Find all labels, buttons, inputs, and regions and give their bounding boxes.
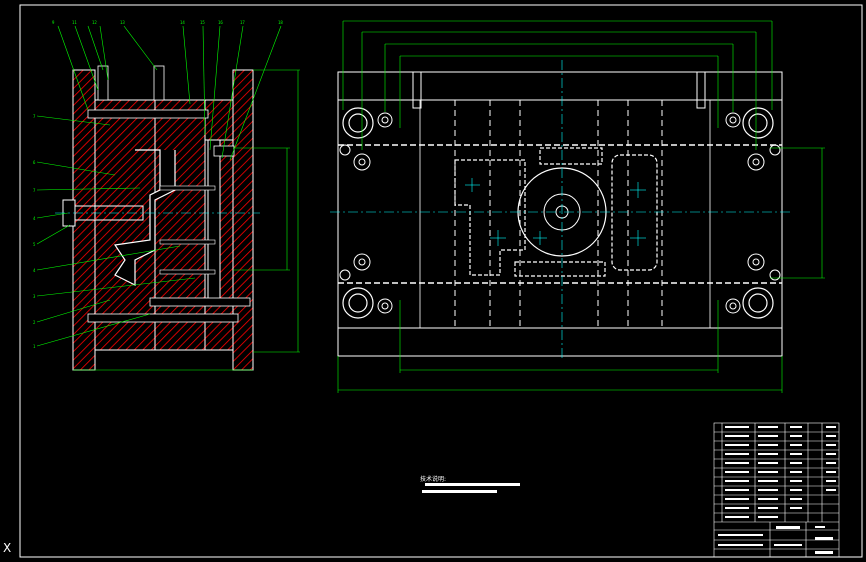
callout-top-11: 11 xyxy=(72,20,77,25)
title-block-table xyxy=(713,422,840,558)
screw-holes xyxy=(339,112,781,314)
callout-left-3: 7 xyxy=(33,188,36,193)
section-view: 9 11 12 13 14 15 16 17 18 7 6 7 4 5 4 3 … xyxy=(33,20,300,371)
cooling-nipple-1 xyxy=(97,65,109,101)
callouts-top xyxy=(57,25,282,161)
part-profile xyxy=(113,149,176,286)
plan-core-insert xyxy=(419,99,711,329)
callout-left-6: 4 xyxy=(33,268,36,273)
callout-top-13: 13 xyxy=(120,20,125,25)
callout-top-12: 12 xyxy=(92,20,97,25)
ejector-retainer xyxy=(219,139,234,301)
corner-mark-icon: X xyxy=(3,541,11,555)
cooling-nipple-2 xyxy=(153,65,165,101)
plan-dimensions xyxy=(337,20,825,393)
ejector-plate xyxy=(207,139,221,301)
callout-left-2: 6 xyxy=(33,160,36,165)
callout-top-16: 16 xyxy=(218,20,223,25)
cavity-outline-left xyxy=(454,159,526,276)
callout-left-5: 5 xyxy=(33,242,36,247)
callouts-left xyxy=(36,115,196,347)
title-block-fill xyxy=(718,426,836,554)
callout-left-1: 7 xyxy=(33,114,36,119)
cavity-pocket-right xyxy=(611,154,658,271)
hole-center-marks xyxy=(465,178,646,246)
plan-view xyxy=(330,20,825,393)
guide-bushings xyxy=(342,107,774,319)
callout-top-14: 14 xyxy=(180,20,185,25)
moving-clamp-plate xyxy=(232,69,254,371)
callout-top-15: 15 xyxy=(200,20,205,25)
return-pin xyxy=(149,297,251,307)
core-plate xyxy=(154,99,206,351)
callout-top-17: 17 xyxy=(240,20,245,25)
callout-left-9: 1 xyxy=(33,344,36,349)
ejector-rods xyxy=(454,100,663,328)
support-block-top xyxy=(204,99,234,141)
support-block-bottom xyxy=(204,299,234,351)
ejector-pin-2 xyxy=(159,239,216,245)
tech-note-line-2 xyxy=(422,490,497,493)
ejector-pin-3 xyxy=(159,269,216,275)
cavity-plate xyxy=(94,99,156,351)
cavity-slot-top xyxy=(539,147,603,165)
tech-notes-title: 技术说明: xyxy=(420,475,446,483)
plan-clamp-plate xyxy=(337,99,783,329)
plan-nipple-right xyxy=(696,71,706,109)
guide-pin-top xyxy=(87,109,209,119)
plan-outer-plate xyxy=(337,71,783,357)
cavity-slot-bottom xyxy=(514,261,606,277)
screw-head xyxy=(213,145,235,157)
tech-notes: 技术说明: xyxy=(420,475,520,493)
guide-pin-bottom xyxy=(87,313,239,323)
drawing-border xyxy=(19,4,863,558)
callout-top-18: 18 xyxy=(278,20,283,25)
callout-left-4: 4 xyxy=(33,216,36,221)
tech-note-line-1 xyxy=(425,483,520,486)
plan-nipple-left xyxy=(412,71,422,109)
callout-top-9: 9 xyxy=(52,20,55,25)
callout-left-8: 2 xyxy=(33,320,36,325)
callout-left-7: 3 xyxy=(33,294,36,299)
ejector-pin-1 xyxy=(159,185,216,191)
